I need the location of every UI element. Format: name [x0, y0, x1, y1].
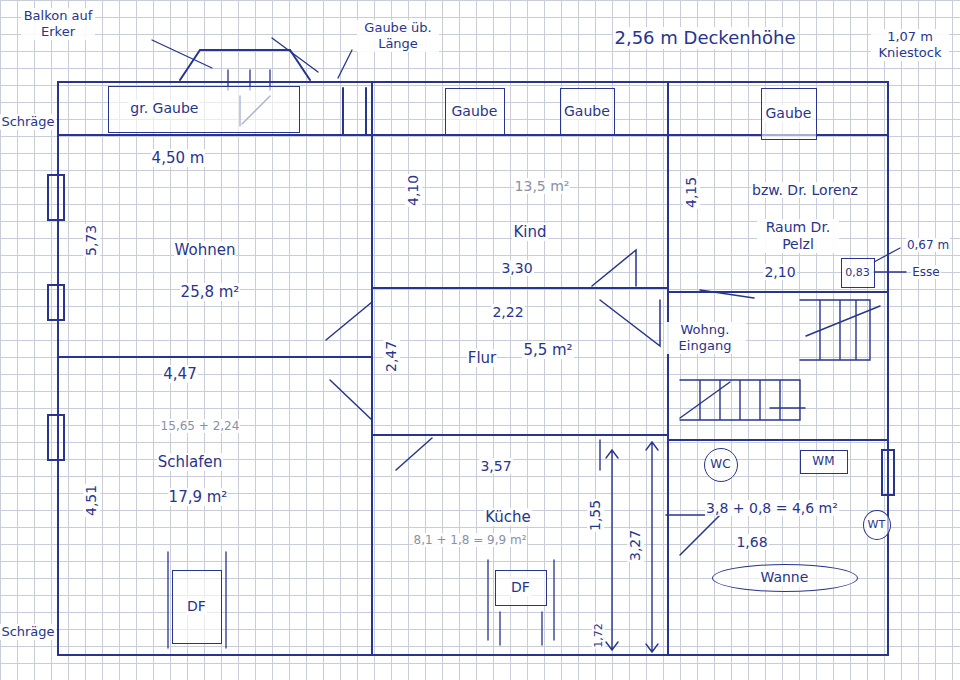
plan-text: 3,8 + 0,8 = 4,6 m² — [705, 500, 839, 517]
plan-text: WT — [867, 518, 887, 531]
plan-text: 25,8 m² — [180, 283, 241, 301]
dormer-box: Gaube — [761, 88, 817, 140]
wall — [372, 434, 668, 436]
plan-text: Gaube — [450, 103, 498, 120]
dimension-label: 4,15 — [684, 175, 701, 208]
dormer-box: Gaube — [445, 88, 505, 135]
skylight-box: DF — [495, 570, 547, 606]
plan-label: Gaube üb. Länge — [357, 20, 439, 51]
stair-symbol — [680, 380, 800, 420]
plan-text: 0,83 — [844, 266, 871, 279]
leader-line — [338, 50, 352, 78]
plan-text: WC — [709, 457, 731, 471]
plan-text: WM — [811, 454, 835, 468]
plan-text: Wohnen — [174, 241, 237, 259]
room-area: Wohnen 25,8 m² — [60, 135, 372, 357]
plan-text: 15,65 + 2,24 — [160, 419, 241, 433]
leader-line — [152, 38, 318, 72]
wall — [372, 287, 668, 289]
dimension-arrow — [646, 442, 658, 652]
window-frame — [168, 552, 226, 648]
window-symbol — [48, 175, 64, 220]
plan-text: Wanne — [759, 569, 809, 586]
plan-text: bzw. Dr. Lorenz — [751, 182, 859, 199]
dimension-label: 1,72 — [591, 623, 604, 650]
wall — [667, 82, 669, 655]
plan-text: Kind — [512, 223, 547, 241]
door-swing — [592, 250, 636, 286]
dimension-arrow — [599, 440, 600, 470]
plan-label: 4,47 — [162, 365, 197, 383]
plan-text: 17,9 m² — [168, 488, 229, 506]
door-swing — [666, 515, 720, 555]
plan-label: 1,07 m Kniestock — [871, 29, 949, 60]
dimension-label: 3,27 — [628, 528, 645, 561]
plan-label: Esse — [911, 265, 940, 279]
plan-text: gr. Gaube — [129, 100, 199, 117]
wall — [58, 356, 372, 358]
plan-label: Balkon auf Erker — [21, 8, 95, 39]
skylight-box: DF — [172, 570, 222, 644]
plan-label: 3,30 — [500, 260, 533, 277]
leader-line — [874, 248, 906, 272]
chimney-box: 0,83 — [841, 258, 876, 288]
room-area: Küche 8,1 + 1,8 = 9,9 m² DF — [372, 435, 668, 655]
dormer-box: gr. Gaube — [108, 86, 300, 133]
outer-wall — [58, 82, 888, 655]
wall — [371, 82, 373, 655]
plan-label: 3,57 — [479, 458, 512, 475]
balcony-outline — [180, 50, 310, 80]
door-swing — [326, 302, 372, 420]
plan-text: Gaube — [764, 105, 812, 122]
plan-label: 2,22 — [491, 304, 524, 321]
plan-label: 4,50 m — [151, 149, 206, 167]
plan-label: Schräge — [0, 114, 55, 130]
wall — [668, 291, 888, 293]
dimension-label: 5,73 — [84, 223, 101, 256]
stair-arrow — [680, 382, 805, 418]
dimension-label: 2,47 — [384, 339, 401, 372]
room-area: 15,65 + 2,24Schlafen 17,9 m² DF — [60, 357, 372, 655]
wc-symbol: WC — [704, 448, 738, 482]
door-swing — [396, 438, 432, 470]
dormer-box: Gaube — [560, 88, 616, 135]
plan-label: 0,67 m — [906, 238, 950, 252]
plan-label: 2,10 — [763, 264, 796, 281]
plan-text: Gaube — [563, 103, 611, 120]
dormer-outline — [343, 88, 366, 135]
bathtub-symbol: Wanne — [712, 564, 858, 592]
dimension-label: 1,55 — [588, 498, 605, 531]
door-swing — [600, 300, 660, 346]
plan-text: 8,1 + 1,8 = 9,9 m² — [413, 533, 528, 547]
dimension-label: 4,10 — [406, 173, 423, 206]
plan-text: Flur — [467, 349, 497, 367]
plan-text: DF — [510, 579, 531, 596]
plan-text: Küche — [484, 508, 532, 526]
window-symbol — [882, 450, 894, 495]
plan-text: 5,5 m² — [522, 341, 573, 359]
plan-label: Wohng. Eingang — [664, 322, 746, 353]
dimension-label: 4,51 — [84, 483, 101, 516]
dimension-arrow — [606, 450, 618, 650]
plan-text: 13,5 m² — [514, 178, 571, 195]
window-frame — [488, 560, 554, 645]
plan-text: DF — [186, 598, 207, 615]
wall — [668, 439, 888, 441]
plan-label: 1,68 — [735, 534, 768, 551]
sink-symbol: WT — [863, 510, 891, 540]
plan-text: Schlafen — [157, 453, 224, 471]
room-area: 3,8 + 0,8 = 4,6 m² WC WM WT Wanne — [668, 440, 888, 655]
door-swing — [700, 290, 754, 298]
plan-label: 2,56 m Deckenhöhe — [613, 27, 796, 49]
window-symbol — [48, 285, 64, 320]
stair-symbol — [800, 300, 880, 360]
washer-box: WM — [800, 450, 848, 474]
plan-text: Raum Dr. Pelzl — [757, 219, 839, 253]
window-symbol — [48, 415, 64, 460]
plan-label: Schräge — [0, 624, 55, 640]
